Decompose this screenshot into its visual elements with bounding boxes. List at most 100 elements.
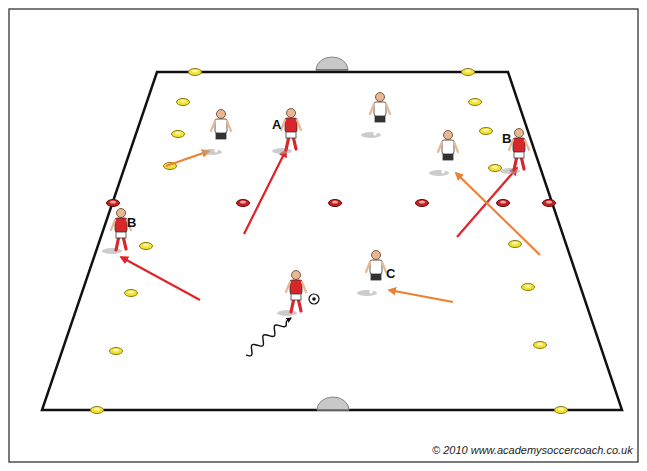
player-shadow (277, 310, 297, 316)
player-arm (286, 282, 290, 292)
player-arm (227, 121, 231, 131)
cone-top (192, 69, 198, 72)
copyright-note: © 2010 www.academysoccercoach.co.uk (432, 444, 633, 456)
marker-cone (522, 284, 535, 291)
player-arm (211, 121, 215, 131)
movement-arrow (244, 150, 286, 234)
marker-cone (91, 407, 104, 414)
cone-top (472, 99, 478, 102)
cone-base (237, 200, 250, 207)
player-shirt (285, 118, 297, 132)
player-head (444, 131, 453, 140)
marker-cone (489, 165, 502, 172)
player-head (217, 110, 226, 119)
cone-top (113, 348, 119, 351)
ball (309, 294, 319, 304)
player-shadow (361, 132, 381, 138)
marker-cone (462, 69, 475, 76)
red-player (277, 271, 306, 317)
marker-cone (497, 200, 510, 207)
cone-top (465, 69, 471, 72)
cone-top (240, 200, 246, 203)
dribble-path (246, 318, 291, 356)
goal (317, 397, 349, 410)
player-letter: A (272, 118, 281, 132)
goal-line (316, 69, 348, 71)
cone-top (537, 342, 543, 345)
player-shirt (370, 260, 382, 274)
cone-top (546, 200, 552, 203)
marker-cone (416, 200, 429, 207)
player-shirt (115, 218, 127, 232)
cone-base (555, 407, 568, 414)
marker-cone (480, 128, 493, 135)
player-head (376, 93, 385, 102)
player-shirt (215, 119, 227, 133)
player-letter: B (502, 132, 511, 146)
player-arm (370, 104, 374, 114)
cone-base (462, 69, 475, 76)
movement-arrow (166, 151, 209, 166)
cone-base (189, 69, 202, 76)
player-arm (297, 120, 301, 130)
player-letter: B (127, 216, 136, 230)
cone-top (512, 241, 518, 244)
player-arm (366, 262, 370, 272)
cone-top (332, 200, 338, 203)
player-head (287, 109, 296, 118)
cone-top (419, 200, 425, 203)
white-player (361, 93, 390, 139)
marker-cone (172, 131, 185, 138)
cone-base (480, 128, 493, 135)
cone-top (175, 131, 181, 134)
player-shadow (357, 290, 377, 296)
player-arm (525, 140, 529, 150)
cone-base (125, 290, 138, 297)
player-shirt (442, 140, 454, 154)
cone-top (483, 128, 489, 131)
marker-cone (509, 241, 522, 248)
player-head (117, 209, 126, 218)
goal-net (316, 57, 348, 70)
cone-base (172, 131, 185, 138)
player-shadow (429, 170, 449, 176)
player-arm (302, 282, 306, 292)
marker-cone (534, 342, 547, 349)
ball-patch (312, 297, 316, 301)
cone-top (492, 165, 498, 168)
marker-cone (125, 290, 138, 297)
marker-cone (543, 200, 556, 207)
cone-base (469, 99, 482, 106)
white-player (429, 131, 458, 177)
cone-base (416, 200, 429, 207)
movement-arrow (389, 290, 453, 302)
marker-cone (329, 200, 342, 207)
cone-base (110, 348, 123, 355)
cone-base (107, 200, 120, 207)
player-shadow (272, 148, 292, 154)
player-head (515, 129, 524, 138)
player-arm (281, 120, 285, 130)
marker-cone (189, 69, 202, 76)
marker-cone (177, 99, 190, 106)
cone-base (522, 284, 535, 291)
marker-cone (140, 243, 153, 250)
cone-top (525, 284, 531, 287)
goal (316, 57, 348, 70)
cone-base (489, 165, 502, 172)
player-arm (454, 142, 458, 152)
cone-base (543, 200, 556, 207)
pitch-outline (42, 72, 622, 410)
player-head (372, 251, 381, 260)
marker-cone (555, 407, 568, 414)
white-player (357, 251, 386, 297)
red-player (272, 109, 301, 155)
player-arm (111, 220, 115, 230)
player-shirt (374, 102, 386, 116)
cone-base (509, 241, 522, 248)
player-head (292, 271, 301, 280)
cone-top (180, 99, 186, 102)
player-shirt (513, 138, 525, 152)
player-shirt (290, 280, 302, 294)
